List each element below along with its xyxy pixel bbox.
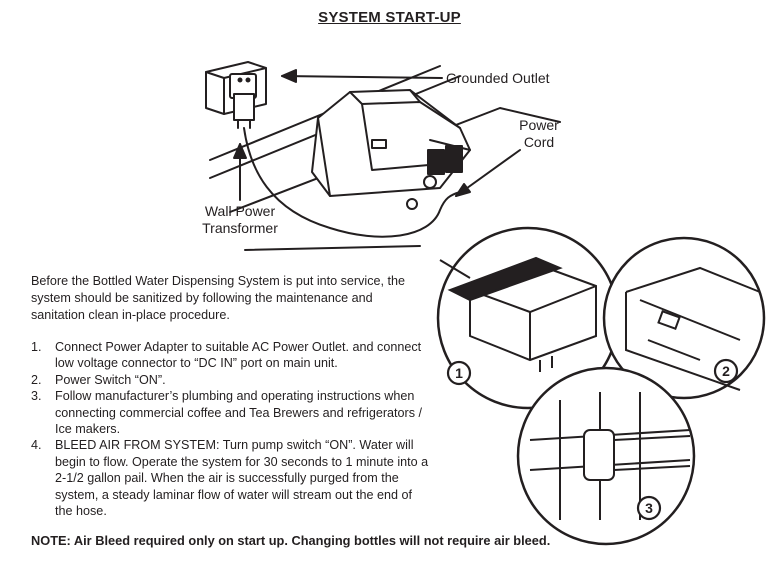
callout-transformer-line2: Transformer [202,220,278,236]
detail-circle-3 [516,366,696,546]
wall-transformer-drawing [233,93,255,129]
intro-paragraph: Before the Bottled Water Dispensing Syst… [31,274,406,322]
power-cord-line [243,127,461,238]
main-unit-drawing [311,89,471,210]
callout-power-cord-line1: Power [519,117,559,133]
list-item: 3. Follow manufacturer’s plumbing and ope… [31,388,431,437]
step-text: Power Switch “ON”. [55,372,166,387]
note-text: NOTE: Air Bleed required only on start u… [31,533,551,548]
step-number: 2. [31,372,42,387]
step-number: 4. [31,438,42,453]
detail-badge-1: 1 [455,365,463,381]
list-item: 2. Power Switch “ON”. [31,372,431,388]
list-item: 1. Connect Power Adapter to suitable AC P… [31,339,431,372]
step-text: Follow manufacturer’s plumbing and opera… [55,389,423,437]
step-text: Connect Power Adapter to suitable AC Pow… [55,340,422,371]
detail-circle-2 [602,236,766,400]
detail-badge-2: 2 [722,363,730,379]
steps-list: 1. Connect Power Adapter to suitable AC P… [31,339,431,519]
callout-grounded-outlet: Grounded Outlet [446,70,550,86]
page-title: SYSTEM START-UP [318,9,461,26]
step-number: 3. [31,389,42,404]
callout-power-cord: Power Cord [514,117,564,151]
step-text: BLEED AIR FROM SYSTEM: Turn pump switch … [55,438,429,519]
callout-power-cord-line2: Cord [523,134,555,150]
detail-badges: 1 2 3 [446,358,739,521]
step-number: 1. [31,340,42,354]
callout-transformer-line1: Wall Power [204,203,276,219]
list-item: 4. BLEED AIR FROM SYSTEM: Turn pump switc… [31,437,431,519]
detail-badge-3: 3 [645,500,653,516]
callout-transformer: Wall Power Transformer [198,203,282,237]
